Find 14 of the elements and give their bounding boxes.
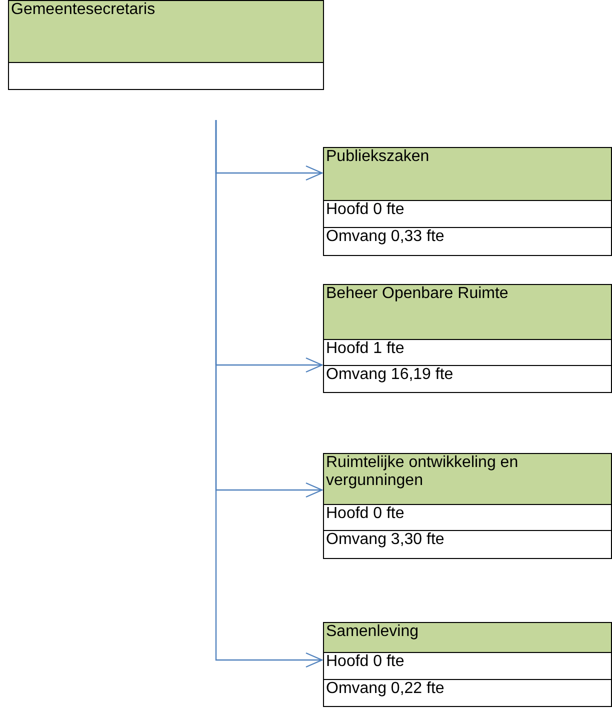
cell-text: Hoofd 0 fte — [326, 653, 404, 670]
unit-title: Publiekszaken — [326, 148, 430, 165]
unit-title: Gemeentesecretaris — [11, 1, 156, 18]
unit-title: Ruimtelijke ontwikkeling en vergunningen — [326, 454, 518, 489]
cell-text: Hoofd 1 fte — [326, 340, 404, 357]
cell-text: Omvang 16,19 fte — [326, 366, 454, 383]
cell-text: Hoofd 0 fte — [326, 201, 404, 218]
connector-arrow — [215, 120, 323, 668]
unit-title: Beheer Openbare Ruimte — [326, 285, 508, 302]
cell-text: Omvang 0,33 fte — [326, 228, 444, 245]
cell-text: Hoofd 0 fte — [326, 505, 404, 522]
unit-title: Samenleving — [326, 623, 418, 640]
cell-text: Omvang 0,22 fte — [326, 680, 444, 697]
cell-text: Omvang 3,30 fte — [326, 531, 444, 548]
